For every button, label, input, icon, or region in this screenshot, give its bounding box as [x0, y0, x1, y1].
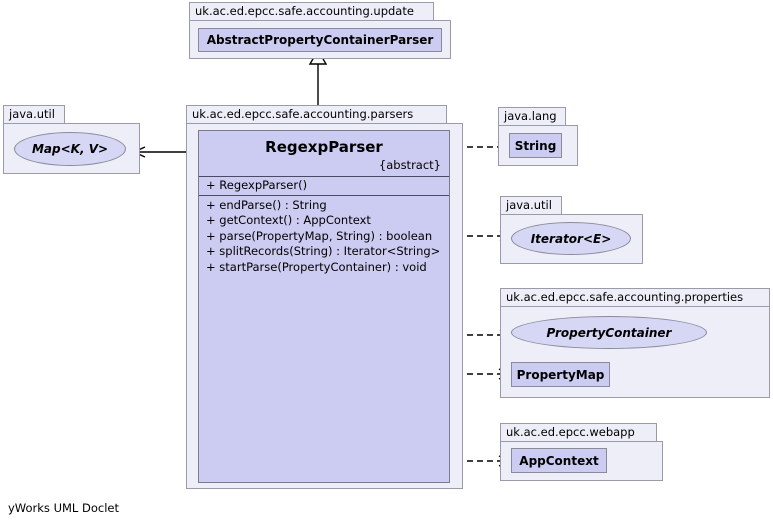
- package-webapp-label: uk.ac.ed.epcc.webapp: [500, 423, 657, 442]
- class-name-label: PropertyMap: [516, 367, 605, 382]
- class-member: + getContext() : AppContext: [206, 213, 371, 227]
- class-member: + splitRecords(String) : Iterator<String…: [206, 244, 441, 258]
- class-regexpparser-stereotype: {abstract}: [378, 158, 441, 172]
- interface-name-label: Iterator<E>: [530, 231, 612, 246]
- class-name-label: String: [514, 138, 557, 153]
- class-appcontext[interactable]: AppContext: [511, 448, 607, 473]
- class-regexpparser-name: RegexpParser: [265, 138, 383, 156]
- class-abstractpropertycontainerparser[interactable]: AbstractPropertyContainerParser: [198, 28, 442, 52]
- package-java-util-right-label: java.util: [500, 196, 562, 215]
- package-properties-label: uk.ac.ed.epcc.safe.accounting.properties: [500, 288, 770, 307]
- class-regexpparser[interactable]: RegexpParser {abstract} + RegexpParser()…: [198, 130, 450, 483]
- package-java-util-left: java.util Map<K, V>: [3, 105, 140, 174]
- class-member: + RegexpParser(): [206, 178, 308, 192]
- package-java-util-left-label: java.util: [3, 105, 65, 124]
- class-propertymap[interactable]: PropertyMap: [511, 362, 610, 387]
- interface-iterator[interactable]: Iterator<E>: [511, 222, 631, 255]
- interface-name-label: Map<K, V>: [31, 142, 109, 156]
- package-java-util-right: java.util Iterator<E>: [500, 196, 643, 264]
- class-string[interactable]: String: [509, 133, 562, 158]
- package-java-lang: java.lang String: [498, 107, 578, 166]
- package-parsers-label: uk.ac.ed.epcc.safe.accounting.parsers: [186, 105, 447, 124]
- tool-footer-label: yWorks UML Doclet: [8, 501, 119, 515]
- class-name-label: AbstractPropertyContainerParser: [206, 33, 434, 47]
- package-update: uk.ac.ed.epcc.safe.accounting.update Abs…: [189, 2, 451, 59]
- compartment-separator-1: [199, 176, 449, 177]
- package-webapp: uk.ac.ed.epcc.webapp AppContext: [500, 423, 663, 481]
- class-member: + endParse() : String: [206, 197, 327, 212]
- constructor-compartment: + RegexpParser(): [199, 177, 449, 195]
- package-java-lang-label: java.lang: [498, 107, 566, 126]
- package-parsers: uk.ac.ed.epcc.safe.accounting.parsers Re…: [186, 105, 463, 489]
- class-member: + startParse(PropertyContainer) : void: [206, 259, 427, 274]
- class-name-label: AppContext: [519, 453, 599, 468]
- interface-propertycontainer[interactable]: PropertyContainer: [511, 316, 707, 349]
- operations-compartment: + endParse() : String + getContext() : A…: [199, 196, 449, 279]
- package-properties: uk.ac.ed.epcc.safe.accounting.properties…: [500, 288, 770, 398]
- interface-name-label: PropertyContainer: [546, 325, 672, 340]
- interface-map[interactable]: Map<K, V>: [14, 132, 126, 166]
- compartment-separator-2: [199, 194, 449, 196]
- package-update-label: uk.ac.ed.epcc.safe.accounting.update: [189, 2, 434, 21]
- class-member: + parse(PropertyMap, String) : boolean: [206, 228, 433, 243]
